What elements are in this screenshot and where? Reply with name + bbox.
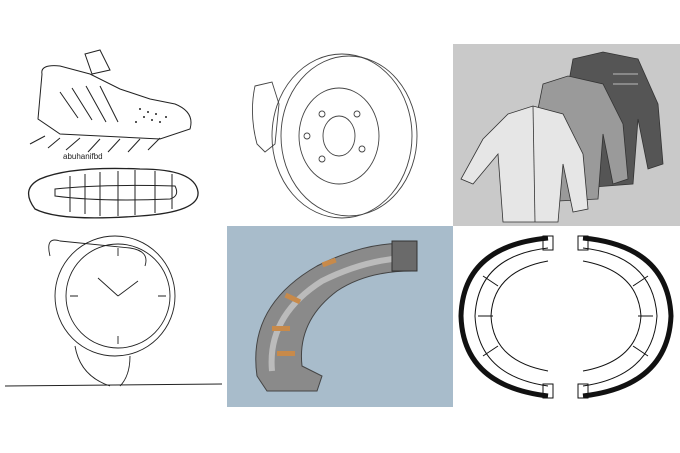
brake-shoes-pair-panel	[453, 226, 680, 407]
jackets-panel	[453, 44, 680, 226]
watch-line-drawing	[4, 235, 223, 387]
brake-shoes-pair-drawing	[458, 235, 674, 399]
sneaker-drawing	[28, 49, 199, 219]
jackets-illustration	[460, 51, 664, 223]
sneaker-drawing-panel: abuhanifbd	[0, 44, 227, 226]
brake-disc-drawing	[252, 53, 418, 219]
sneaker-caption: abuhanifbd	[63, 152, 103, 161]
watch-panel	[0, 226, 227, 407]
brake-shoe-3d-panel	[227, 226, 453, 407]
brake-shoe-3d-render	[255, 240, 418, 392]
brake-disc-panel	[227, 44, 453, 226]
